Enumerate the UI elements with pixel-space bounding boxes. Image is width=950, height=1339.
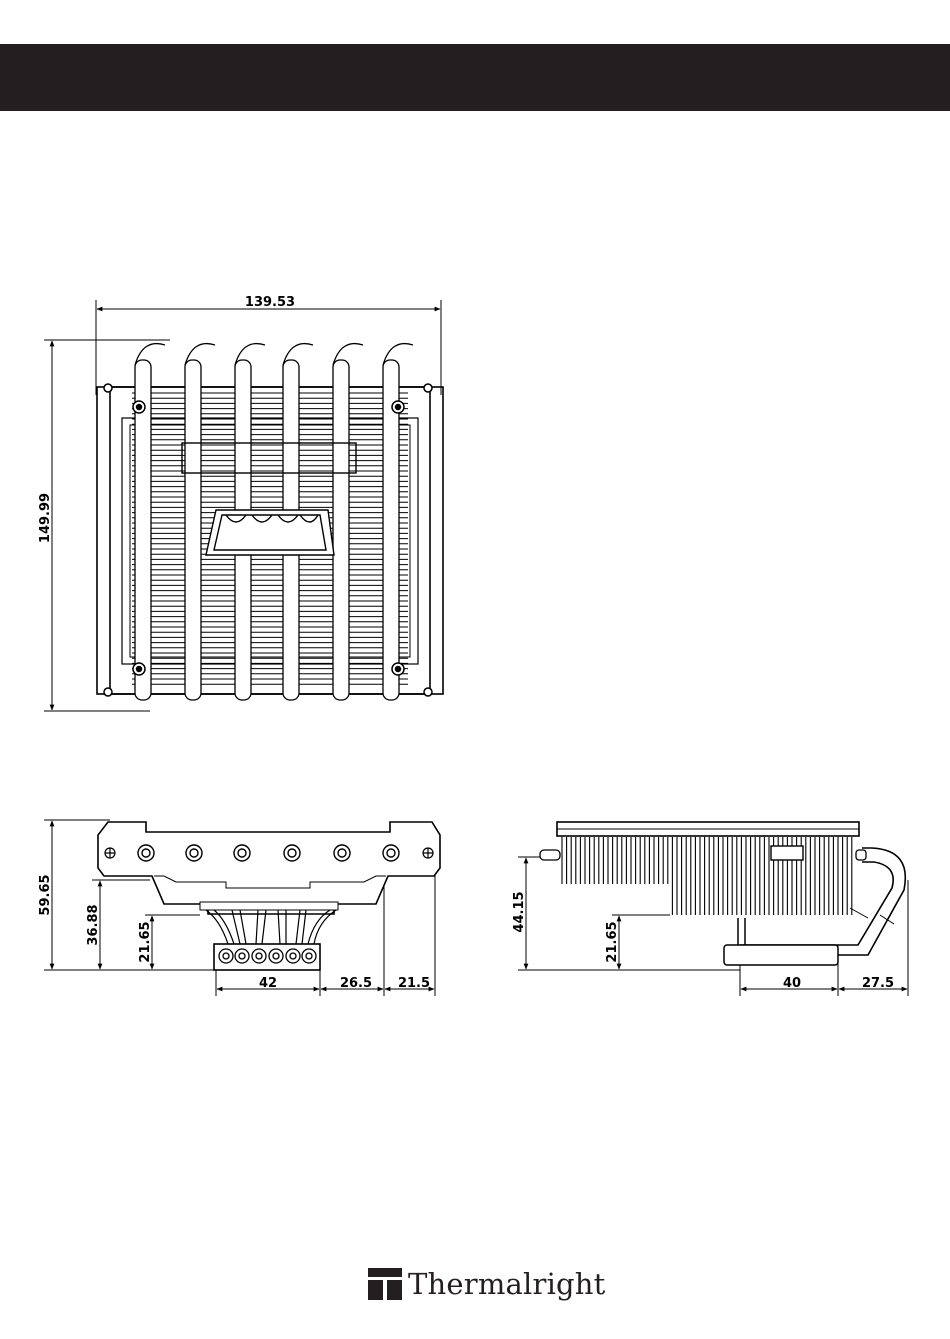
side-height-label: 44.15: [512, 891, 527, 932]
front-view: 59.65 36.88 21.65 42 26.5 21.5: [38, 820, 440, 996]
side-fins: [562, 837, 852, 915]
side-base: [724, 918, 838, 965]
front-base-height-label: 21.65: [138, 921, 153, 962]
top-height-label: 149.99: [38, 493, 53, 543]
top-width-label: 139.53: [245, 295, 295, 310]
side-view: 44.15 21.65 40 27.5: [512, 822, 908, 996]
front-mid-height-label: 36.88: [86, 904, 101, 945]
front-base-width-label: 42: [259, 976, 277, 991]
brand-footer: Thermalright: [368, 1264, 606, 1304]
side-window: [771, 846, 803, 860]
front-total-height-label: 59.65: [38, 874, 53, 915]
side-base-length-label: 40: [783, 976, 801, 991]
side-base-height-label: 21.65: [605, 921, 620, 962]
top-view: 139.53 149.99: [38, 295, 443, 711]
side-dimensions: [518, 857, 908, 996]
front-offset-label: 26.5: [340, 976, 372, 991]
side-pipe-offset-label: 27.5: [862, 976, 894, 991]
front-body: [98, 822, 440, 914]
side-pipe-stub: [540, 850, 866, 860]
thermalright-logo-icon: [368, 1268, 402, 1300]
front-heatpipes: [206, 910, 336, 944]
brand-name: Thermalright: [408, 1267, 606, 1301]
front-edge-label: 21.5: [398, 976, 430, 991]
